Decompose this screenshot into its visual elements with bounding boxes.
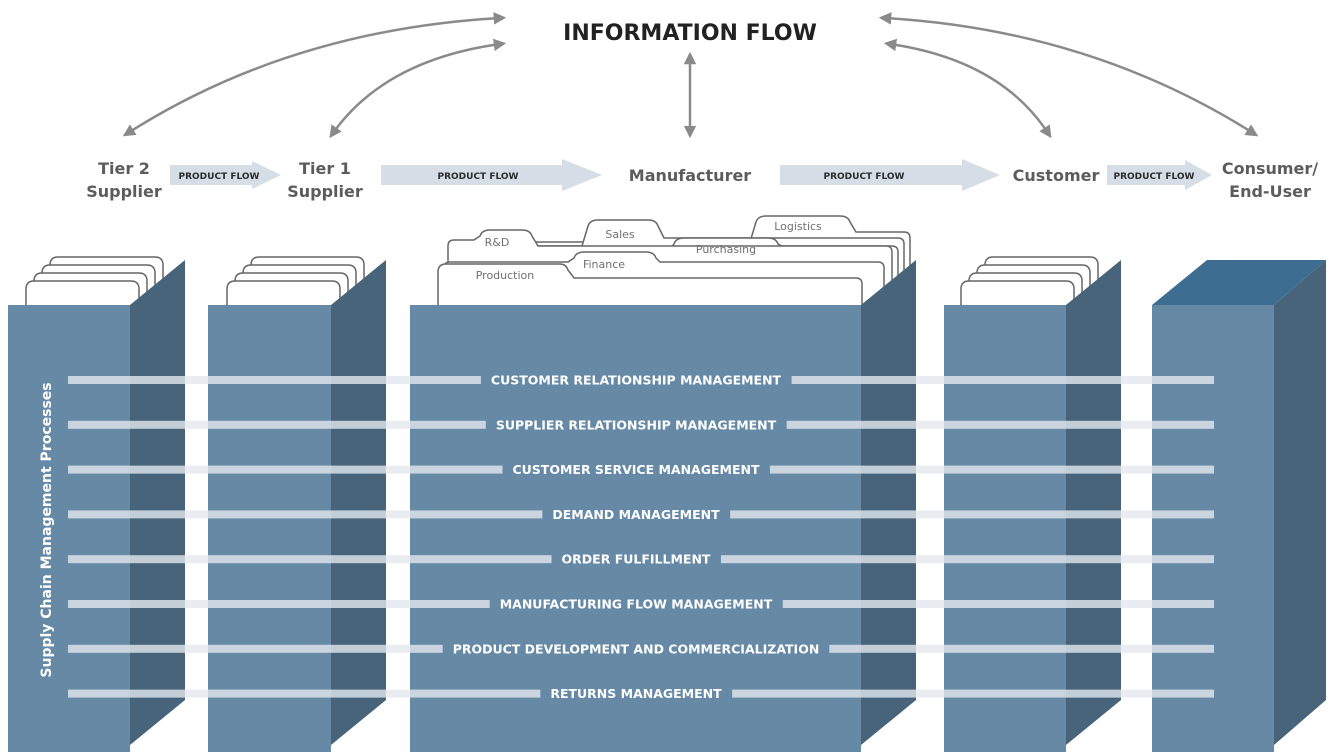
column-tier1	[208, 260, 386, 752]
entity-tier2-line2: Supplier	[86, 182, 162, 201]
entity-consumer-line1: Consumer/	[1222, 159, 1318, 178]
process-label-gap	[502, 464, 770, 475]
department-folders	[437, 215, 911, 305]
information-flow-arrows	[122, 12, 1259, 139]
entity-tier1-line1: Tier 1	[299, 159, 351, 178]
info-arrow-customer	[883, 38, 1052, 139]
vertical-processes-label: Supply Chain Management Processes	[39, 382, 55, 677]
entity-consumer-line2: End-User	[1229, 182, 1311, 201]
process-bands: CUSTOMER RELATIONSHIP MANAGEMENT SUPPLIER…	[68, 373, 1214, 701]
process-label: MANUFACTURING FLOW MANAGEMENT	[500, 597, 773, 612]
process-label-gap	[442, 643, 830, 654]
product-flow-arrow-2: PRODUCT FLOW	[381, 159, 602, 191]
process-label-gap	[551, 554, 721, 565]
tab-label-production: Production	[476, 269, 535, 282]
process-label-gap	[540, 688, 733, 699]
tab-label-purchasing: Purchasing	[696, 243, 756, 256]
product-flow-label: PRODUCT FLOW	[824, 172, 905, 182]
process-label-gap	[480, 375, 792, 385]
info-arrow-tier1	[329, 38, 507, 139]
column-tier2	[8, 260, 185, 752]
folder-production	[437, 263, 863, 305]
entity-customer: Customer	[1013, 166, 1100, 185]
file-stack-customer	[960, 256, 1099, 306]
process-label-gap	[489, 599, 783, 609]
column-customer	[944, 260, 1121, 752]
entity-tier1-line2: Supplier	[287, 182, 363, 201]
entity-tier2-line1: Tier 2	[98, 159, 150, 178]
process-label: SUPPLIER RELATIONSHIP MANAGEMENT	[496, 417, 777, 432]
info-arrow-tier2	[122, 12, 507, 137]
product-flow-arrow-1: PRODUCT FLOW	[170, 161, 281, 189]
process-label: CUSTOMER SERVICE MANAGEMENT	[512, 462, 759, 477]
entity-manufacturer: Manufacturer	[629, 166, 752, 185]
tab-label-rnd: R&D	[485, 236, 510, 249]
product-flow-label: PRODUCT FLOW	[1114, 172, 1195, 182]
tab-label-finance: Finance	[583, 258, 625, 271]
process-label: CUSTOMER RELATIONSHIP MANAGEMENT	[491, 373, 782, 388]
product-flow-label: PRODUCT FLOW	[179, 172, 260, 182]
tab-label-logistics: Logistics	[774, 220, 822, 233]
process-label: ORDER FULFILLMENT	[562, 552, 711, 567]
process-label-gap	[485, 419, 787, 430]
information-flow-title: INFORMATION FLOW	[563, 21, 817, 46]
tab-label-sales: Sales	[605, 228, 635, 241]
file-stack-tier1	[226, 256, 365, 306]
column-consumer	[1152, 260, 1326, 752]
product-flow-arrow-3: PRODUCT FLOW	[780, 159, 1000, 191]
process-label: PRODUCT DEVELOPMENT AND COMMERCIALIZATIO…	[453, 641, 820, 656]
info-arrow-consumer	[878, 12, 1259, 137]
product-flow-label: PRODUCT FLOW	[438, 172, 519, 182]
product-flow-arrow-4: PRODUCT FLOW	[1107, 160, 1212, 190]
product-flow-arrows: PRODUCT FLOW PRODUCT FLOW PRODUCT FLOW P…	[170, 159, 1212, 191]
file-stack-tier2	[25, 256, 164, 306]
process-label: DEMAND MANAGEMENT	[552, 507, 720, 522]
process-label-gap	[542, 509, 731, 520]
process-label: RETURNS MANAGEMENT	[550, 686, 722, 701]
